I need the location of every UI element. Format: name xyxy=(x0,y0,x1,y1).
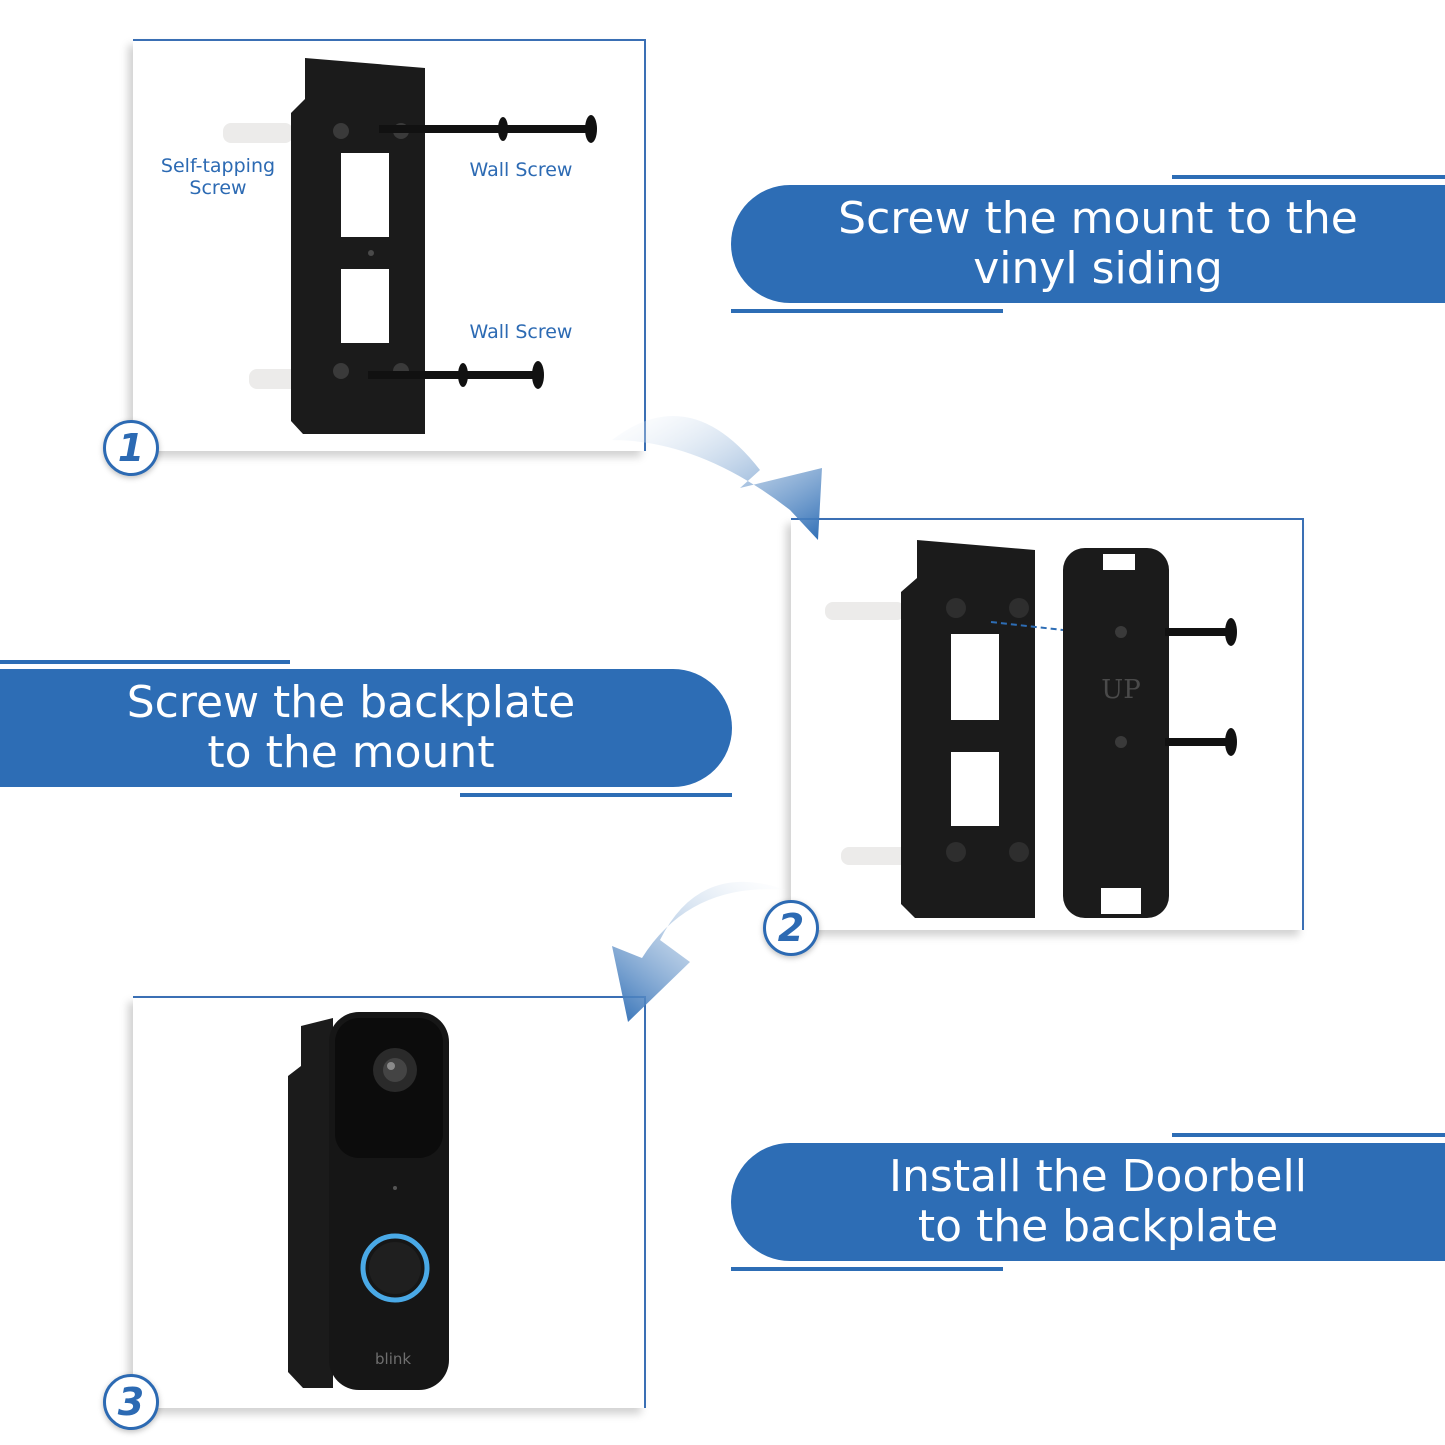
step-3-badge: 3 xyxy=(103,1374,159,1430)
backplate-top-clip xyxy=(1103,554,1135,570)
mount-hole xyxy=(368,250,374,256)
step-2-illustration: UP xyxy=(825,540,1237,918)
backplate-screw-head xyxy=(946,842,966,862)
banner-1-top-line xyxy=(1172,175,1445,179)
step-1-instruction-line-1: Screw the mount to the xyxy=(838,193,1358,244)
step-1-illustration xyxy=(223,58,597,434)
banner-3-bottom-line xyxy=(731,1267,1003,1271)
backplate-screw-head xyxy=(1225,728,1237,756)
wall-screw-top-head xyxy=(585,115,597,143)
camera-lens xyxy=(383,1058,407,1082)
step-2-badge: 2 xyxy=(763,900,819,956)
mount-body xyxy=(288,1018,333,1388)
wall-anchor-top xyxy=(223,123,293,143)
step-3-instruction-line-1: Install the Doorbell xyxy=(889,1151,1307,1202)
wall-anchor-bottom xyxy=(841,847,911,865)
backplate-up-mark: UP xyxy=(1101,675,1140,705)
alignment-dashed-line xyxy=(990,621,1064,631)
backplate-bottom-slot xyxy=(1101,888,1141,914)
backplate-screw-head xyxy=(1009,842,1029,862)
step-1-instruction-banner: Screw the mount to the vinyl siding xyxy=(731,185,1445,303)
backplate-hole xyxy=(1115,626,1127,638)
step-2-instruction-banner: Screw the backplate to the mount xyxy=(0,669,732,787)
backplate-body xyxy=(1063,548,1169,918)
step-2-instruction-line-1: Screw the backplate xyxy=(126,677,576,728)
banner-2-top-line xyxy=(0,660,290,664)
wall-screw-top-label: Wall Screw xyxy=(469,159,573,181)
wall-screw-top-shaft xyxy=(379,125,589,133)
wall-screw-bottom-head xyxy=(532,361,544,389)
banner-3-top-line xyxy=(1172,1133,1445,1137)
mount-body xyxy=(291,58,425,434)
step-1-panel: Self-tapping Screw Wall Screw Wall Screw xyxy=(133,39,646,451)
step-3-illustration xyxy=(288,1012,449,1390)
wall-screw-bottom-label: Wall Screw xyxy=(469,321,573,343)
doorbell-button xyxy=(369,1242,421,1294)
backplate-screw-head xyxy=(1009,598,1029,618)
backplate-hole xyxy=(1115,736,1127,748)
banner-2-bottom-line xyxy=(460,793,732,797)
wall-screw-bottom-shaft xyxy=(368,371,538,379)
backplate-screw-head xyxy=(946,598,966,618)
doorbell-brand-mark: blink xyxy=(375,1350,412,1368)
backplate-screw-shaft xyxy=(1165,738,1235,746)
wall-anchor-top xyxy=(825,602,905,620)
doorbell-button-ring xyxy=(360,1233,430,1303)
step-2-instruction-line-2: to the mount xyxy=(207,727,495,778)
camera-lens-highlight xyxy=(387,1062,395,1070)
mount-window-top xyxy=(341,153,389,237)
mount-window-top xyxy=(951,634,999,720)
wall-screw-top-head xyxy=(498,117,508,141)
mount-hole xyxy=(333,363,349,379)
mount-hole xyxy=(333,123,349,139)
step-2-panel: UP xyxy=(791,518,1304,930)
wall-screw-bottom-head xyxy=(458,363,468,387)
step-3-panel: blink xyxy=(133,996,646,1408)
mount-body xyxy=(901,540,1035,918)
mount-window-bottom xyxy=(951,752,999,826)
self-tapping-screw-label: Self-tapping Screw xyxy=(160,155,276,199)
backplate-screw-head xyxy=(1225,618,1237,646)
step-1-instruction-line-2: vinyl siding xyxy=(973,243,1223,294)
step-3-instruction-line-2: to the backplate xyxy=(917,1201,1279,1252)
banner-1-bottom-line xyxy=(731,309,1003,313)
microphone-dot xyxy=(393,1186,397,1190)
backplate-screw-shaft xyxy=(1165,628,1235,636)
mount-window-bottom xyxy=(341,269,389,343)
step-3-instruction-banner: Install the Doorbell to the backplate xyxy=(731,1143,1445,1261)
step-1-badge: 1 xyxy=(103,420,159,476)
